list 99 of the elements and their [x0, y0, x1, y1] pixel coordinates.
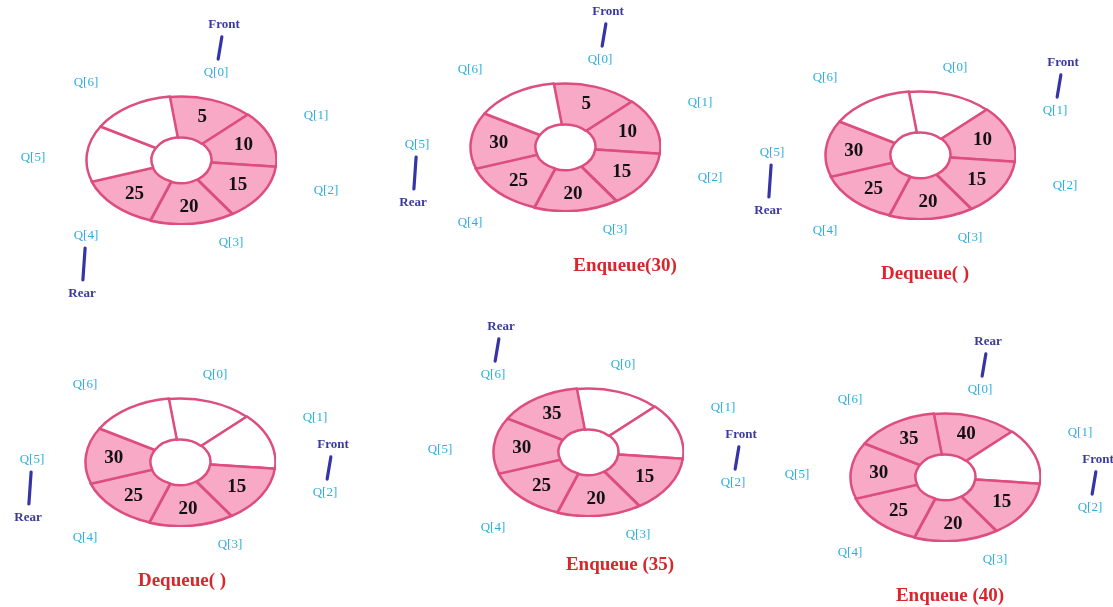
slot-value: 20	[943, 512, 963, 535]
operation-caption: Enqueue(30)	[573, 254, 677, 276]
slot-value: 20	[586, 487, 606, 510]
index-label: Q[4]	[72, 529, 98, 545]
index-label: Q[3]	[217, 536, 243, 552]
slot-value: 35	[542, 401, 562, 424]
empty-queue-slot	[98, 94, 179, 150]
index-label: Q[6]	[812, 69, 838, 85]
index-label: Q[1]	[710, 399, 736, 415]
index-label: Q[4]	[480, 519, 506, 535]
index-label: Q[4]	[837, 544, 863, 560]
index-label: Q[1]	[1042, 102, 1068, 118]
slot-value: 25	[888, 499, 908, 522]
slot-value: 15	[967, 168, 987, 191]
index-label: Q[5]	[759, 144, 785, 160]
pointer-label: Front	[208, 16, 240, 32]
empty-queue-slot	[837, 89, 918, 145]
empty-queue-slot	[199, 414, 277, 470]
slot-value: 20	[179, 195, 199, 218]
slot-value: 30	[869, 461, 889, 484]
pointer-label: Rear	[754, 202, 782, 218]
pointer-label: Rear	[14, 509, 42, 525]
pointer-label: Front	[1047, 54, 1079, 70]
index-label: Q[5]	[19, 451, 45, 467]
slot-value: 30	[104, 446, 124, 469]
index-label: Q[0]	[610, 356, 636, 372]
slot-value: 25	[123, 484, 143, 507]
pointer-label: Front	[317, 436, 349, 452]
index-label: Q[5]	[427, 441, 453, 457]
index-label: Q[5]	[784, 466, 810, 482]
index-label: Q[4]	[73, 227, 99, 243]
index-label: Q[5]	[404, 136, 430, 152]
empty-queue-slot	[84, 125, 157, 184]
index-label: Q[2]	[1052, 177, 1078, 193]
index-label: Q[0]	[967, 381, 993, 397]
filled-queue-slot	[505, 386, 586, 442]
index-label: Q[5]	[20, 149, 46, 165]
slot-value: 10	[973, 128, 993, 151]
index-label: Q[6]	[837, 391, 863, 407]
index-label: Q[6]	[480, 366, 506, 382]
slot-value: 30	[489, 131, 509, 154]
index-label: Q[1]	[303, 107, 329, 123]
index-label: Q[4]	[812, 222, 838, 238]
operation-caption: Dequeue( )	[137, 569, 227, 591]
index-label: Q[2]	[697, 169, 723, 185]
slot-value: 25	[531, 474, 551, 497]
slot-value: 20	[178, 497, 198, 520]
slot-value: 5	[197, 104, 208, 127]
index-label: Q[0]	[942, 59, 968, 75]
slot-value: 30	[844, 139, 864, 162]
index-label: Q[3]	[602, 221, 628, 237]
slot-value: 5	[581, 91, 592, 114]
slot-value: 30	[512, 436, 532, 459]
index-label: Q[6]	[73, 74, 99, 90]
pointer-label: Rear	[974, 333, 1002, 349]
slot-value: 15	[635, 465, 655, 488]
empty-queue-slot	[97, 396, 178, 452]
pointer-label: Rear	[68, 285, 96, 301]
slot-value: 20	[563, 182, 583, 205]
slot-value: 25	[863, 177, 883, 200]
pointer-label: Rear	[399, 194, 427, 210]
operation-caption: Enqueue (35)	[565, 553, 675, 575]
pointer-label: Front	[725, 426, 757, 442]
slot-value: 35	[899, 426, 919, 449]
operation-caption: Dequeue( )	[880, 262, 970, 284]
operation-caption: Enqueue (40)	[895, 584, 1005, 606]
index-label: Q[0]	[203, 64, 229, 80]
slot-value: 15	[228, 173, 248, 196]
index-label: Q[3]	[982, 551, 1008, 567]
empty-queue-slot	[607, 404, 685, 460]
slot-value: 25	[124, 182, 144, 205]
slot-value: 10	[234, 133, 254, 156]
slot-value: 40	[956, 421, 976, 444]
slot-value: 15	[227, 475, 247, 498]
pointer-label: Rear	[487, 318, 515, 334]
empty-queue-slot	[482, 81, 563, 137]
slot-value: 10	[618, 120, 638, 143]
index-label: Q[2]	[720, 474, 746, 490]
slot-value: 15	[992, 490, 1012, 513]
index-label: Q[1]	[1067, 424, 1093, 440]
index-label: Q[2]	[312, 484, 338, 500]
slot-value: 25	[508, 169, 528, 192]
index-label: Q[0]	[587, 51, 613, 67]
index-label: Q[3]	[957, 229, 983, 245]
filled-queue-slot	[862, 411, 943, 467]
index-label: Q[1]	[687, 94, 713, 110]
pointer-label: Front	[592, 3, 624, 19]
index-label: Q[1]	[302, 409, 328, 425]
index-label: Q[3]	[625, 526, 651, 542]
index-label: Q[2]	[313, 182, 339, 198]
pointer-label: Front	[1082, 451, 1113, 467]
index-label: Q[6]	[72, 376, 98, 392]
index-label: Q[6]	[457, 61, 483, 77]
index-label: Q[3]	[218, 234, 244, 250]
index-label: Q[2]	[1077, 499, 1103, 515]
index-label: Q[0]	[202, 366, 228, 382]
slot-value: 20	[918, 190, 938, 213]
slot-value: 15	[612, 160, 632, 183]
index-label: Q[4]	[457, 214, 483, 230]
